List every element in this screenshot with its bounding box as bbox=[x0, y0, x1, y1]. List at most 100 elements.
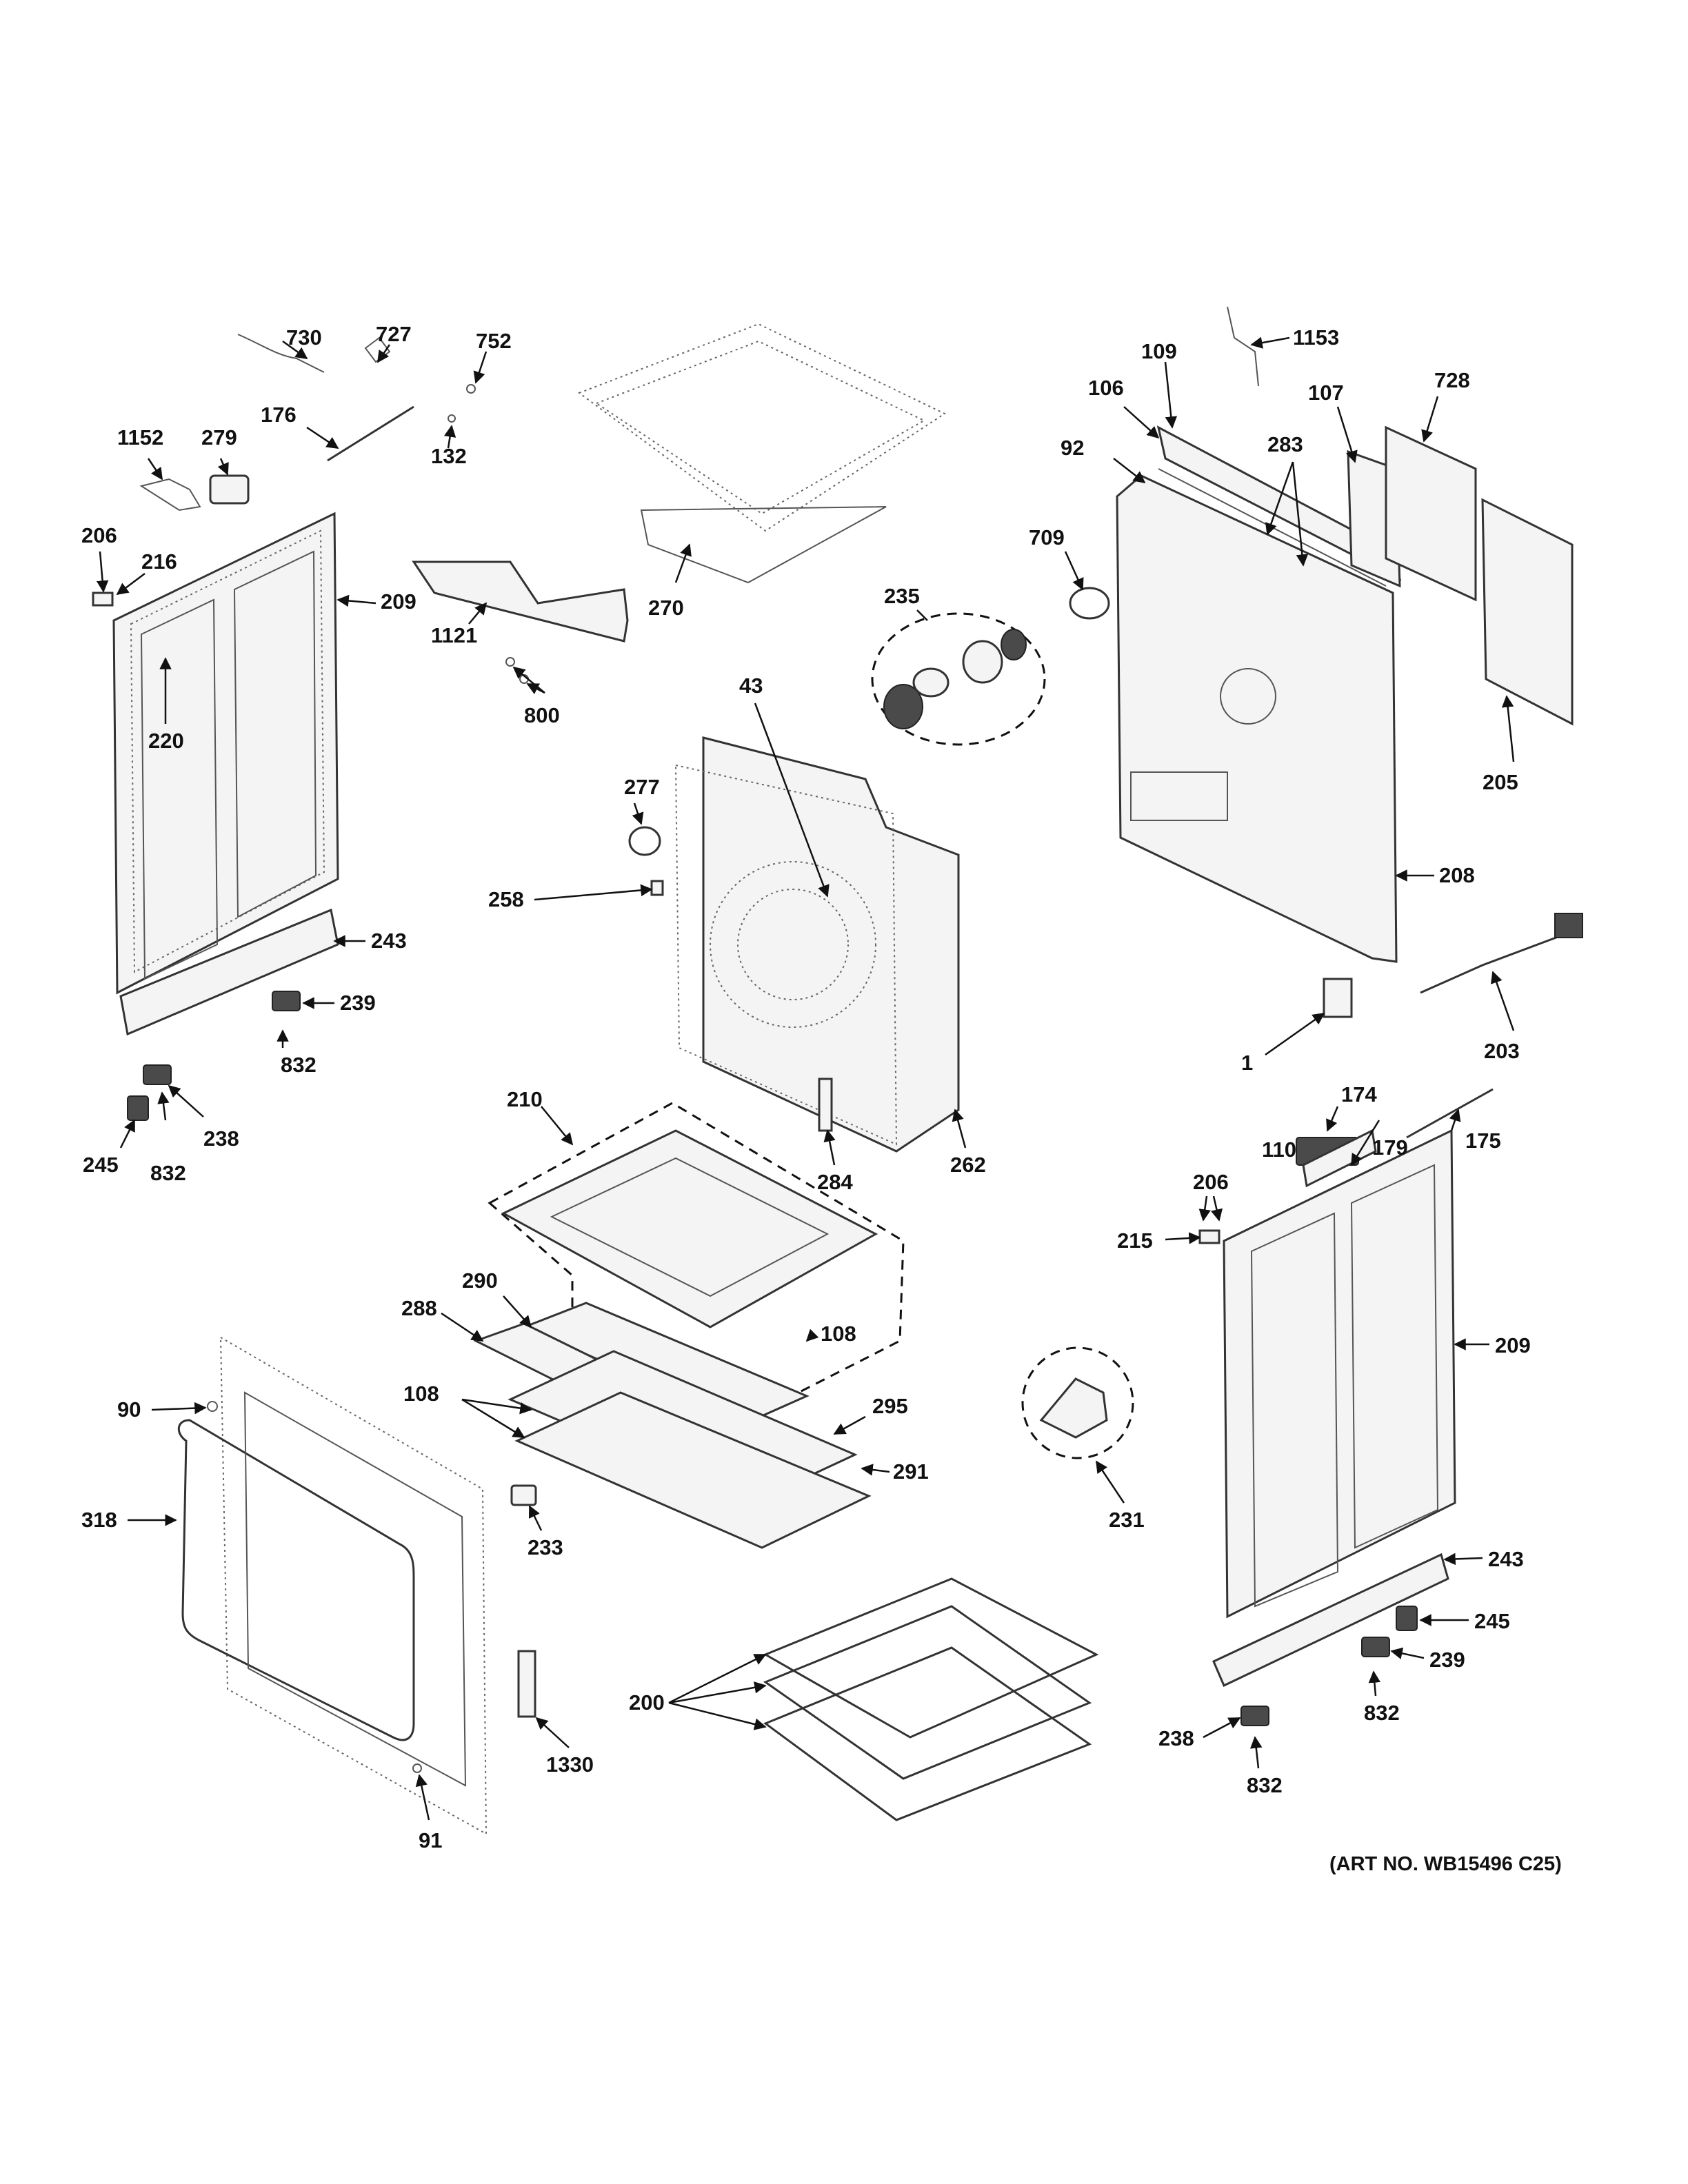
callout-295: 295 bbox=[872, 1394, 908, 1418]
callout-238-left: 238 bbox=[203, 1126, 239, 1151]
bracket-179 bbox=[1302, 1129, 1377, 1188]
callout-318: 318 bbox=[81, 1508, 117, 1532]
light-socket-709 bbox=[1069, 587, 1110, 620]
screw-132 bbox=[448, 414, 456, 423]
callout-90: 90 bbox=[117, 1397, 141, 1422]
screw-91 bbox=[412, 1763, 422, 1773]
leveler-239-left bbox=[272, 991, 301, 1011]
right-side-panel-209 bbox=[1223, 1129, 1456, 1619]
oven-racks-200 bbox=[763, 1577, 1099, 1821]
callout-92: 92 bbox=[1061, 436, 1084, 460]
callout-110: 110 bbox=[1262, 1138, 1296, 1162]
callout-labels: 730 727 752 176 132 1152 279 206 216 209… bbox=[81, 322, 1531, 1852]
callout-209-right: 209 bbox=[1495, 1333, 1531, 1357]
leg-245-left bbox=[127, 1095, 149, 1121]
callout-1121: 1121 bbox=[431, 623, 477, 647]
callout-730: 730 bbox=[286, 325, 322, 350]
leader-lines bbox=[96, 336, 1515, 1821]
callout-200: 200 bbox=[629, 1690, 665, 1715]
callout-262: 262 bbox=[950, 1153, 986, 1177]
pin-90 bbox=[207, 1401, 218, 1412]
harness-1152 bbox=[139, 478, 201, 512]
callout-208: 208 bbox=[1439, 863, 1475, 887]
callout-91: 91 bbox=[419, 1828, 442, 1852]
callout-727: 727 bbox=[376, 322, 412, 346]
hinge-bracket-231 bbox=[1021, 1346, 1134, 1459]
heat-shield-1121 bbox=[412, 560, 629, 643]
cooktop-pan-270 bbox=[577, 323, 947, 584]
callout-108-a: 108 bbox=[821, 1322, 856, 1346]
clip-216 bbox=[92, 592, 114, 607]
callout-284: 284 bbox=[817, 1170, 853, 1194]
callout-832-left-a: 832 bbox=[281, 1053, 316, 1077]
callout-206: 206 bbox=[81, 523, 117, 547]
callout-245-right: 245 bbox=[1474, 1609, 1510, 1633]
callout-43: 43 bbox=[739, 674, 763, 698]
rod-176 bbox=[327, 405, 414, 462]
callout-175: 175 bbox=[1465, 1129, 1501, 1153]
callout-243-right: 243 bbox=[1488, 1547, 1524, 1571]
callout-209: 209 bbox=[381, 589, 416, 614]
callout-215: 215 bbox=[1117, 1228, 1153, 1253]
door-frame-318 bbox=[177, 1336, 488, 1835]
callout-108-b: 108 bbox=[403, 1382, 439, 1406]
callout-231: 231 bbox=[1109, 1508, 1145, 1532]
callout-1153: 1153 bbox=[1293, 325, 1339, 350]
bottom-rail-243-right bbox=[1212, 1553, 1449, 1688]
callout-174: 174 bbox=[1341, 1082, 1377, 1106]
grommet-277 bbox=[628, 826, 661, 856]
callout-832-right-b: 832 bbox=[1247, 1773, 1283, 1797]
callout-277: 277 bbox=[624, 775, 660, 799]
callout-290: 290 bbox=[462, 1268, 498, 1293]
fan-assembly-235 bbox=[871, 612, 1046, 746]
callout-109: 109 bbox=[1141, 339, 1177, 363]
callout-279: 279 bbox=[201, 425, 237, 449]
leveler-239-right bbox=[1361, 1637, 1390, 1657]
bottom-panels-295-291 bbox=[508, 1350, 872, 1549]
callout-106: 106 bbox=[1088, 376, 1124, 400]
screw-752 bbox=[466, 384, 476, 394]
callout-238-right: 238 bbox=[1158, 1726, 1194, 1750]
callout-235: 235 bbox=[884, 584, 920, 608]
thermostat-279 bbox=[209, 474, 250, 505]
bracket-284 bbox=[818, 1078, 833, 1132]
power-cord-203 bbox=[1420, 913, 1583, 994]
bracket-1 bbox=[1323, 978, 1353, 1018]
callout-206-right: 206 bbox=[1193, 1170, 1229, 1194]
callout-270: 270 bbox=[648, 596, 684, 620]
callout-832-left-b: 832 bbox=[150, 1161, 186, 1185]
callout-258: 258 bbox=[488, 887, 524, 911]
callout-832-right-a: 832 bbox=[1364, 1701, 1400, 1725]
callout-239-right: 239 bbox=[1429, 1648, 1465, 1672]
shield-205 bbox=[1481, 498, 1574, 726]
clip-215 bbox=[1198, 1229, 1220, 1244]
callout-283: 283 bbox=[1267, 432, 1303, 456]
callout-176: 176 bbox=[261, 403, 297, 427]
bracket-727 bbox=[364, 336, 391, 363]
callout-220: 220 bbox=[148, 729, 184, 753]
callout-132: 132 bbox=[431, 444, 467, 468]
callout-800: 800 bbox=[524, 703, 560, 727]
callout-291: 291 bbox=[893, 1459, 929, 1484]
callout-752: 752 bbox=[476, 329, 512, 353]
callout-728: 728 bbox=[1434, 368, 1470, 392]
callout-243-left: 243 bbox=[371, 929, 407, 953]
callout-107: 107 bbox=[1308, 381, 1344, 405]
callout-210: 210 bbox=[507, 1087, 543, 1111]
callout-1152: 1152 bbox=[117, 425, 163, 449]
callout-245-left: 245 bbox=[83, 1153, 119, 1177]
callout-233: 233 bbox=[528, 1535, 563, 1559]
callout-216: 216 bbox=[141, 549, 177, 574]
clip-258 bbox=[650, 880, 664, 896]
callout-203: 203 bbox=[1484, 1039, 1520, 1063]
oven-back-262 bbox=[674, 736, 960, 1153]
callout-1: 1 bbox=[1241, 1051, 1253, 1075]
art-number: (ART NO. WB15496 C25) bbox=[1329, 1853, 1562, 1875]
callout-179: 179 bbox=[1372, 1135, 1408, 1160]
leg-245-right bbox=[1396, 1606, 1418, 1631]
leveler-238-right bbox=[1240, 1706, 1269, 1726]
callout-288: 288 bbox=[401, 1296, 437, 1320]
left-side-panel-209 bbox=[112, 512, 339, 995]
oven-bottom-group-210 bbox=[488, 1102, 905, 1428]
